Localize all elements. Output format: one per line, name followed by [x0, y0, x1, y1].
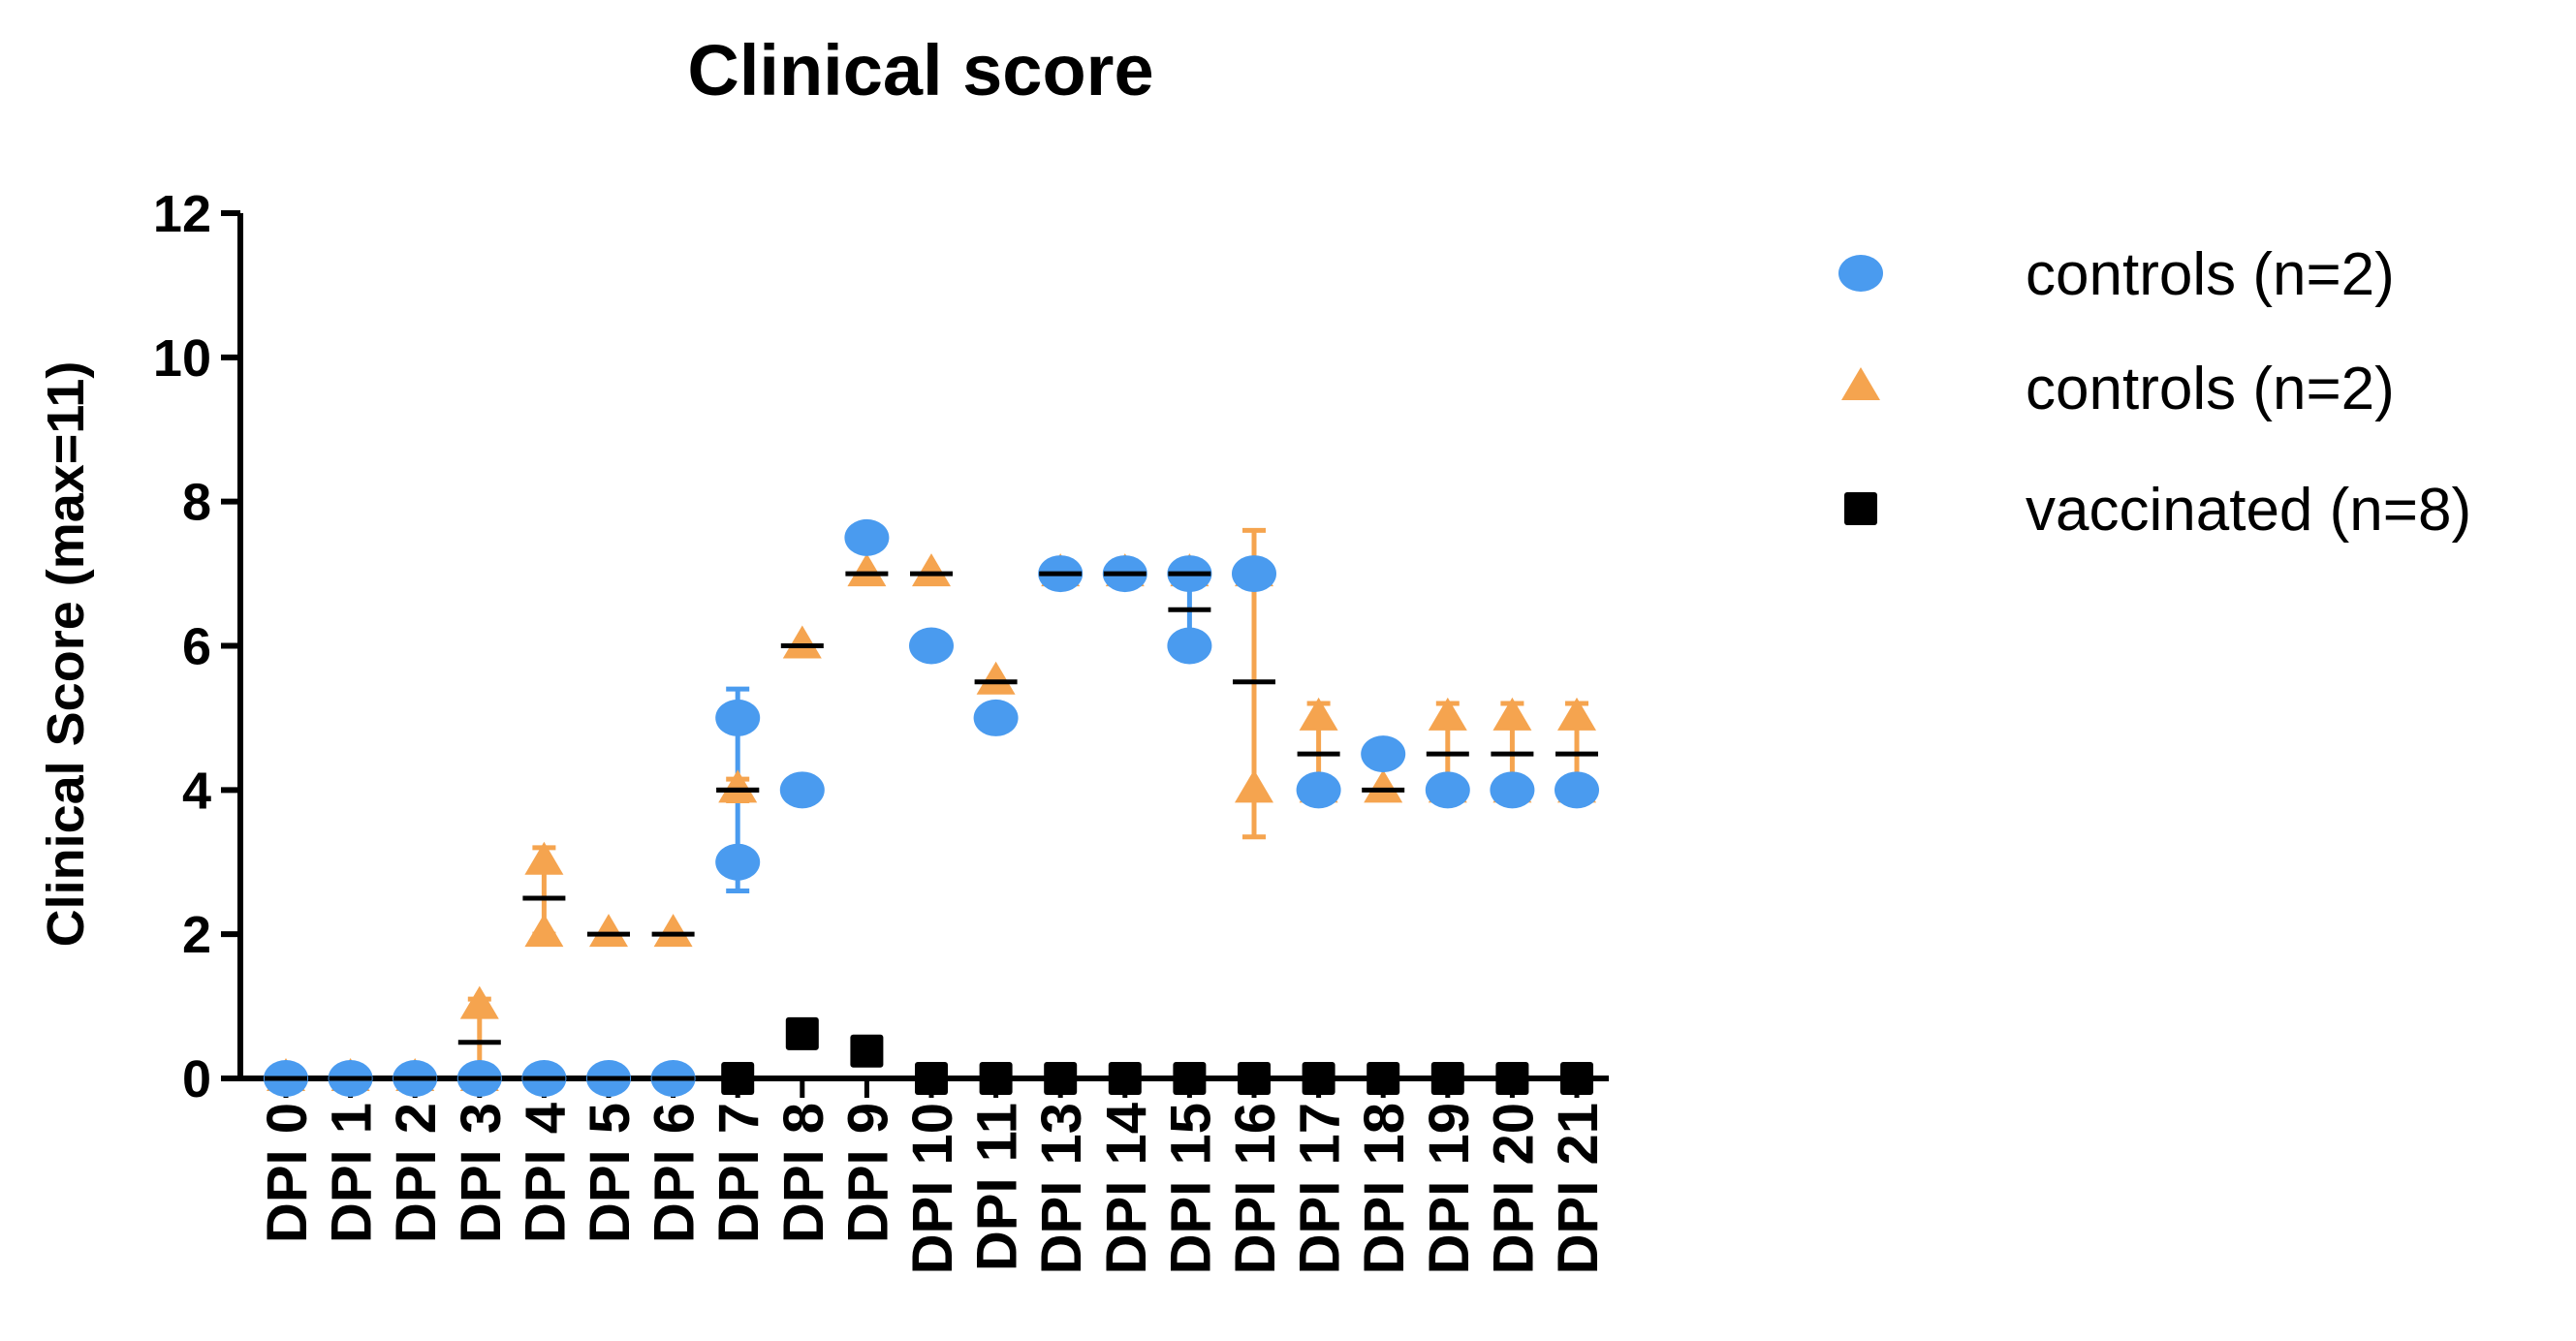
y-tick-label: 6 — [182, 618, 211, 676]
x-tick-label: DPI 2 — [385, 1103, 448, 1243]
data-point-square — [1430, 1062, 1464, 1095]
data-point-circle — [1232, 555, 1276, 593]
y-tick-label: 8 — [182, 474, 211, 532]
x-tick-label: DPI 9 — [836, 1103, 899, 1243]
data-point-triangle — [1557, 697, 1596, 731]
data-point-square — [979, 1062, 1013, 1095]
data-point-circle — [1490, 771, 1535, 809]
legend-marker-triangle — [1841, 367, 1880, 400]
x-tick-label: DPI 11 — [966, 1103, 1029, 1271]
data-point-square — [1367, 1062, 1400, 1095]
chart-title: Clinical score — [687, 30, 1153, 110]
x-tick-label: DPI 21 — [1547, 1103, 1610, 1274]
x-tick-label: DPI 17 — [1289, 1103, 1352, 1274]
data-point-triangle — [976, 661, 1016, 695]
x-tick-label: DPI 15 — [1159, 1103, 1222, 1274]
data-point-triangle — [1235, 769, 1273, 803]
data-point-square — [1302, 1062, 1335, 1095]
data-point-circle — [779, 771, 825, 809]
data-point-triangle — [1299, 697, 1338, 731]
data-point-circle — [844, 518, 890, 556]
data-point-circle — [1361, 735, 1406, 773]
data-point-circle — [1167, 627, 1212, 665]
data-point-triangle — [1428, 697, 1467, 731]
x-tick-label: DPI 7 — [707, 1103, 770, 1243]
legend: controls (n=2) controls (n=2) vaccinated (… — [1838, 241, 2471, 544]
data-point-circle — [973, 699, 1019, 736]
data-point-square — [1173, 1062, 1207, 1095]
data-point-circle — [1296, 771, 1341, 809]
data-point-square — [915, 1062, 948, 1095]
x-tick-label: DPI 4 — [514, 1103, 577, 1243]
data-point-circle — [1425, 771, 1470, 809]
data-point-square — [1108, 1062, 1142, 1095]
x-tick-label: DPI 1 — [321, 1103, 384, 1243]
data-point-triangle — [782, 625, 822, 659]
legend-label: controls (n=2) — [2026, 356, 2395, 422]
data-point-square — [721, 1062, 755, 1095]
y-tick-label: 12 — [153, 185, 211, 243]
y-tick-label: 2 — [182, 906, 211, 964]
data-point-square — [1560, 1062, 1593, 1095]
data-point-triangle — [1364, 769, 1403, 803]
data-point-triangle — [653, 914, 693, 948]
legend-marker-square — [1844, 492, 1877, 525]
data-point-triangle — [524, 841, 564, 875]
data-point-triangle — [589, 914, 628, 948]
data-point-circle — [715, 843, 761, 881]
data-point-triangle — [718, 769, 758, 803]
x-tick-label: DPI 13 — [1030, 1103, 1093, 1274]
y-tick-label: 10 — [153, 329, 211, 388]
data-point-triangle — [524, 914, 564, 948]
x-tick-label: DPI 19 — [1418, 1103, 1481, 1274]
data-point-circle — [715, 699, 761, 736]
data-point-square — [850, 1034, 884, 1068]
data-point-square — [1044, 1062, 1078, 1095]
x-tick-label: DPI 3 — [450, 1103, 513, 1243]
x-tick-label: DPI 18 — [1353, 1103, 1416, 1274]
x-tick-label: DPI 16 — [1224, 1103, 1287, 1274]
x-tick-label: DPI 10 — [901, 1103, 964, 1274]
data-point-circle — [1555, 771, 1599, 809]
x-tick-label: DPI 14 — [1095, 1103, 1158, 1274]
data-point-triangle — [459, 985, 499, 1019]
data-point-triangle — [912, 553, 951, 587]
data-point-square — [785, 1016, 819, 1050]
legend-marker-circle — [1838, 255, 1883, 292]
data-point-triangle — [847, 553, 887, 587]
y-tick-label: 4 — [182, 762, 211, 820]
data-point-triangle — [1492, 697, 1532, 731]
x-tick-label: DPI 0 — [256, 1103, 319, 1243]
data-point-circle — [909, 627, 954, 665]
x-tick-label: DPI 8 — [772, 1103, 835, 1243]
legend-label: controls (n=2) — [2026, 241, 2395, 308]
y-axis-label: Clinical Score (max=11) — [37, 361, 95, 948]
data-point-square — [1238, 1062, 1271, 1095]
y-tick-label: 0 — [182, 1050, 211, 1108]
data-point-square — [1495, 1062, 1529, 1095]
x-tick-label: DPI 5 — [579, 1103, 642, 1243]
x-tick-label: DPI 6 — [644, 1103, 707, 1243]
legend-label: vaccinated (n=8) — [2026, 477, 2471, 544]
x-tick-label: DPI 20 — [1482, 1103, 1545, 1274]
